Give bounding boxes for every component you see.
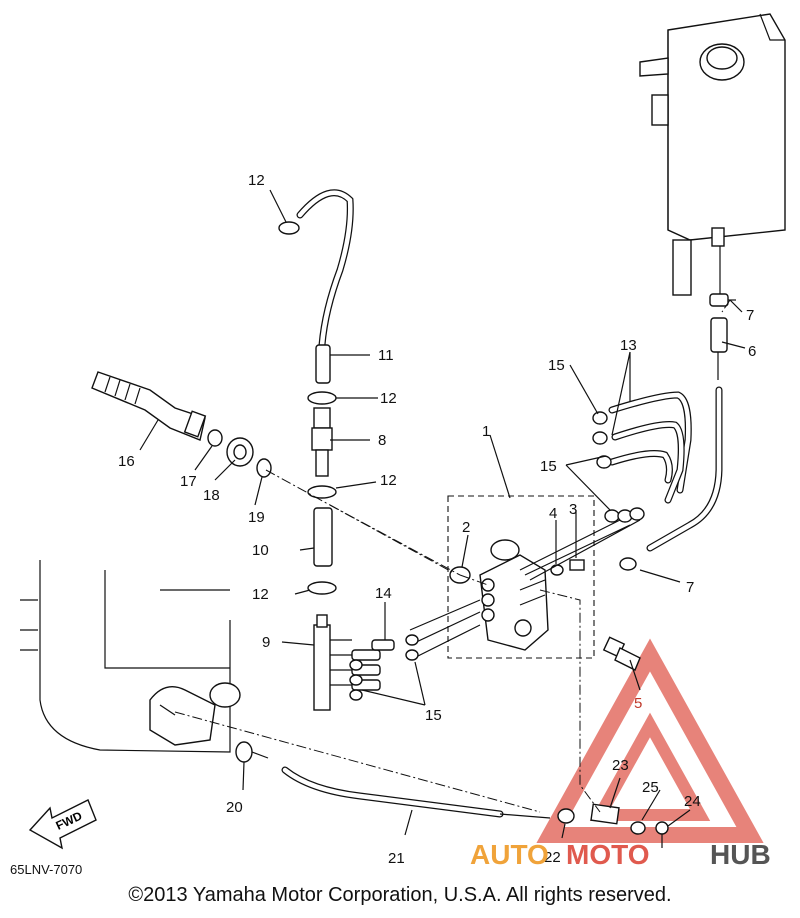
pump-assembly-boundary (447, 495, 595, 659)
screw-3 (569, 559, 585, 571)
hoses-14 (351, 639, 395, 691)
bolt-5 (602, 636, 641, 671)
svg-text:HUB: HUB (710, 839, 771, 870)
svg-text:AUTO: AUTO (470, 839, 549, 870)
callout-15-upper: 15 (548, 357, 565, 374)
hose-clamp-12-middle (307, 485, 337, 499)
cable-21 (281, 766, 551, 819)
callout-16: 16 (118, 453, 135, 470)
o-ring-19 (256, 458, 272, 478)
clamps-15-lower (349, 634, 419, 701)
drawing-code: 65LNV-7070 (10, 862, 82, 877)
callout-15-lower: 15 (425, 707, 442, 724)
callout-1: 1 (482, 423, 490, 440)
distributor-9 (313, 614, 352, 711)
reference-lines (174, 299, 731, 813)
oil-tank (639, 13, 786, 296)
callout-19: 19 (248, 509, 265, 526)
leader-lines (139, 189, 746, 839)
delivery-pipes-pump (409, 519, 641, 661)
callout-25: 25 (642, 779, 659, 796)
tank-fitting-clip (709, 293, 736, 307)
fitting-8 (311, 407, 333, 477)
hoses-13 (608, 391, 692, 504)
hose-clamp-12-top (278, 221, 300, 235)
callout-4: 4 (549, 505, 557, 522)
clamps-15-upper (592, 411, 645, 523)
hose-10 (313, 507, 333, 567)
callout-14: 14 (375, 585, 392, 602)
callout-17: 17 (180, 473, 197, 490)
callout-21: 21 (388, 850, 405, 867)
callout-24: 24 (684, 793, 701, 810)
callout-8: 8 (378, 432, 386, 449)
callout-20: 20 (226, 799, 243, 816)
hose-6 (646, 317, 728, 552)
automotohub-watermark-text: AUTO MOTO HUB (470, 839, 771, 870)
callout-7-lower: 7 (686, 579, 694, 596)
washer-22 (557, 808, 575, 824)
callout-9: 9 (262, 634, 270, 651)
hose-clamp-12-upper (307, 391, 337, 405)
o-ring-25 (630, 821, 646, 835)
callout-6: 6 (748, 343, 756, 360)
callout-2: 2 (462, 519, 470, 536)
bushing-18 (226, 437, 254, 467)
drive-shaft-16 (91, 371, 207, 441)
callout-18: 18 (203, 487, 220, 504)
pin-24 (655, 821, 669, 848)
callout-23: 23 (612, 757, 629, 774)
callout-10: 10 (252, 542, 269, 559)
callout-12-middle: 12 (380, 472, 397, 489)
engine-block (20, 560, 241, 753)
callout-12-upper: 12 (380, 390, 397, 407)
washer-17 (207, 429, 223, 447)
callout-12-top: 12 (248, 172, 265, 189)
grommet-20 (235, 741, 269, 763)
callout-15-middle: 15 (540, 458, 557, 475)
copyright-notice: ©2013 Yamaha Motor Corporation, U.S.A. A… (128, 884, 672, 906)
callout-11: 11 (378, 347, 394, 364)
callout-3: 3 (569, 501, 577, 518)
hose-11 (296, 189, 354, 384)
callout-7-upper: 7 (746, 307, 754, 324)
automotohub-watermark-logo (536, 638, 764, 843)
forward-arrow-icon: FWD (28, 799, 97, 850)
callout-13: 13 (620, 337, 637, 354)
oil-pump-1 (479, 539, 549, 651)
callout-22: 22 (544, 849, 561, 866)
connector-23 (590, 803, 620, 825)
hose-clamp-12-lower (307, 581, 337, 595)
callout-12-lower: 12 (252, 586, 269, 603)
washer-4 (550, 564, 564, 576)
callout-5: 5 (634, 695, 642, 712)
clip-7-lower (619, 557, 637, 571)
svg-text:MOTO: MOTO (566, 839, 649, 870)
